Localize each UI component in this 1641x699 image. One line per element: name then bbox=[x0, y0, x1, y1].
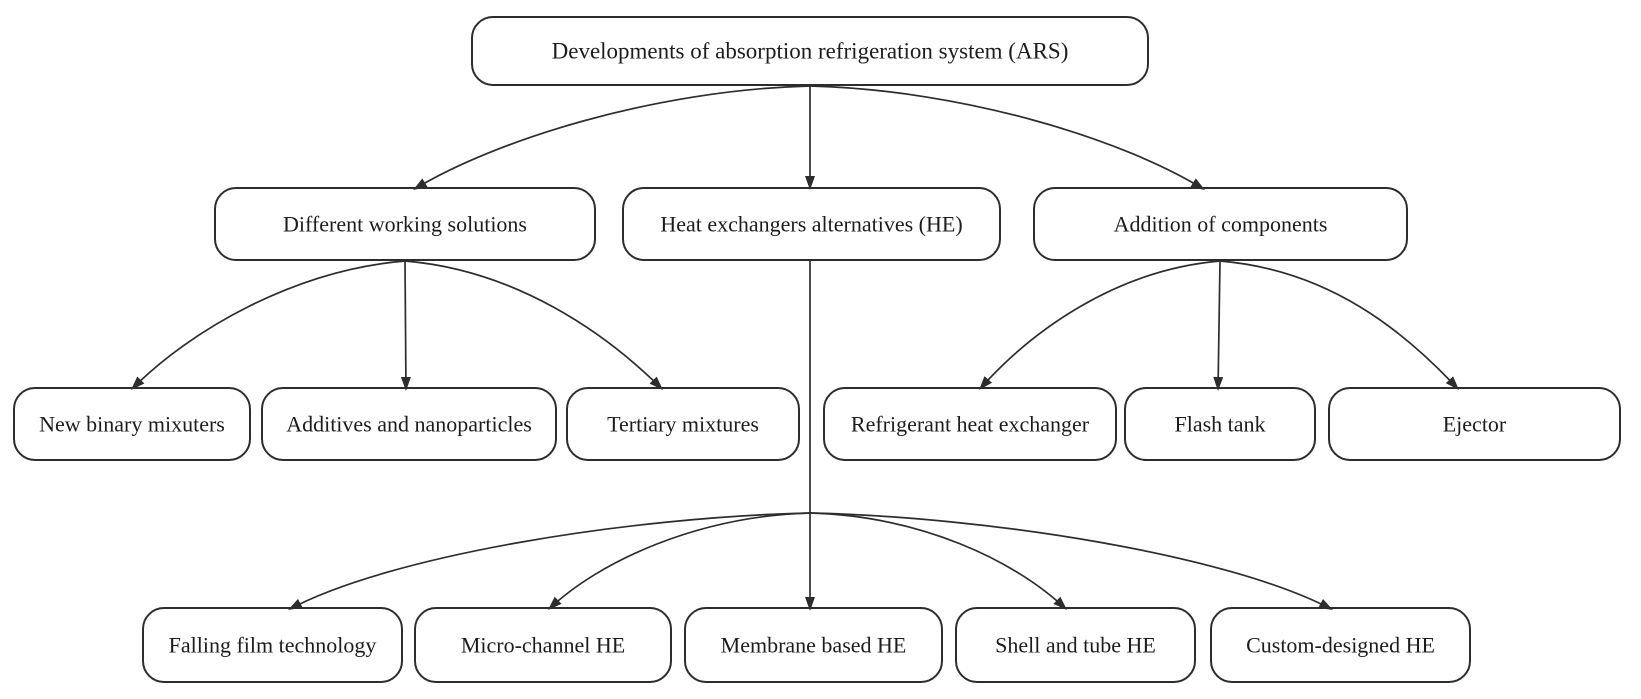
node-root: Developments of absorption refrigeration… bbox=[471, 16, 1149, 86]
node-tertiary-box bbox=[566, 387, 800, 461]
node-components: Addition of components bbox=[1033, 187, 1408, 261]
node-shell: Shell and tube HE bbox=[955, 607, 1196, 683]
node-membrane: Membrane based HE bbox=[684, 607, 943, 683]
node-membrane-box bbox=[684, 607, 943, 683]
edge-components-to-ejector bbox=[1219, 260, 1460, 391]
node-custom: Custom-designed HE bbox=[1210, 607, 1471, 683]
node-binary-label: New binary mixuters bbox=[39, 412, 225, 437]
edge-root-to-solutions bbox=[412, 85, 811, 191]
node-custom-box bbox=[1210, 607, 1471, 683]
node-binary: New binary mixuters bbox=[13, 387, 251, 461]
node-root-box bbox=[471, 16, 1149, 86]
edge-root-to-components bbox=[809, 85, 1206, 191]
node-falling-label: Falling film technology bbox=[169, 633, 377, 658]
arrowhead-custom-icon bbox=[1318, 598, 1333, 610]
node-solutions: Different working solutions bbox=[214, 187, 596, 261]
arrowheads-layer bbox=[131, 176, 1459, 611]
arrowhead-falling-icon bbox=[288, 598, 303, 610]
node-ejector: Ejector bbox=[1328, 387, 1621, 461]
arrowhead-flash-icon bbox=[1213, 376, 1224, 391]
node-falling: Falling film technology bbox=[142, 607, 403, 683]
node-membrane-label: Membrane based HE bbox=[721, 633, 907, 658]
edge-he-to-micro bbox=[547, 512, 811, 611]
arrowhead-micro-icon bbox=[548, 596, 562, 610]
node-refrigerant-label: Refrigerant heat exchanger bbox=[851, 412, 1090, 437]
arrowhead-binary-icon bbox=[131, 376, 145, 390]
node-he-box bbox=[622, 187, 1001, 261]
node-shell-label: Shell and tube HE bbox=[995, 633, 1156, 658]
node-solutions-label: Different working solutions bbox=[283, 212, 527, 237]
node-flash-label: Flash tank bbox=[1174, 412, 1265, 437]
node-ejector-label: Ejector bbox=[1443, 412, 1507, 437]
edge-components-to-flash bbox=[1217, 260, 1221, 392]
edge-solutions-to-tertiary bbox=[404, 260, 664, 391]
node-shell-box bbox=[955, 607, 1196, 683]
node-components-label: Addition of components bbox=[1114, 212, 1328, 237]
arrowhead-ejector-icon bbox=[1445, 376, 1459, 390]
edge-solutions-to-binary bbox=[130, 260, 406, 391]
node-components-box bbox=[1033, 187, 1408, 261]
arrowhead-he-icon bbox=[805, 176, 815, 190]
arrowhead-shell-icon bbox=[1053, 596, 1067, 610]
edge-he-to-falling bbox=[287, 512, 811, 611]
node-custom-label: Custom-designed HE bbox=[1246, 633, 1435, 658]
arrowhead-additives-icon bbox=[400, 376, 411, 391]
edges-layer bbox=[130, 85, 1460, 611]
node-micro: Micro-channel HE bbox=[414, 607, 672, 683]
arrowhead-components-icon bbox=[1190, 178, 1205, 190]
node-he-label: Heat exchangers alternatives (HE) bbox=[660, 212, 962, 237]
arrowhead-refrigerant-icon bbox=[979, 376, 992, 390]
edge-he-to-shell bbox=[809, 512, 1068, 611]
arrowhead-solutions-icon bbox=[413, 178, 428, 190]
edge-components-to-refrigerant bbox=[978, 260, 1221, 391]
node-he: Heat exchangers alternatives (HE) bbox=[622, 187, 1001, 261]
node-solutions-box bbox=[214, 187, 596, 261]
node-flash-box bbox=[1124, 387, 1316, 461]
node-micro-label: Micro-channel HE bbox=[461, 633, 625, 658]
edge-he-to-custom bbox=[809, 512, 1334, 611]
node-micro-box bbox=[414, 607, 672, 683]
node-tertiary: Tertiary mixtures bbox=[566, 387, 800, 461]
node-additives-label: Additives and nanoparticles bbox=[286, 412, 532, 437]
node-falling-box bbox=[142, 607, 403, 683]
node-root-label: Developments of absorption refrigeration… bbox=[552, 39, 1069, 64]
nodes-layer: Developments of absorption refrigeration… bbox=[13, 16, 1621, 683]
node-additives-box bbox=[261, 387, 557, 461]
node-ejector-box bbox=[1328, 387, 1621, 461]
node-tertiary-label: Tertiary mixtures bbox=[607, 412, 759, 437]
node-flash: Flash tank bbox=[1124, 387, 1316, 461]
edge-solutions-to-additives bbox=[404, 260, 407, 392]
arrowhead-membrane-icon bbox=[805, 597, 815, 611]
arrowhead-tertiary-icon bbox=[649, 376, 663, 390]
node-additives: Additives and nanoparticles bbox=[261, 387, 557, 461]
node-refrigerant-box bbox=[823, 387, 1117, 461]
node-refrigerant: Refrigerant heat exchanger bbox=[823, 387, 1117, 461]
